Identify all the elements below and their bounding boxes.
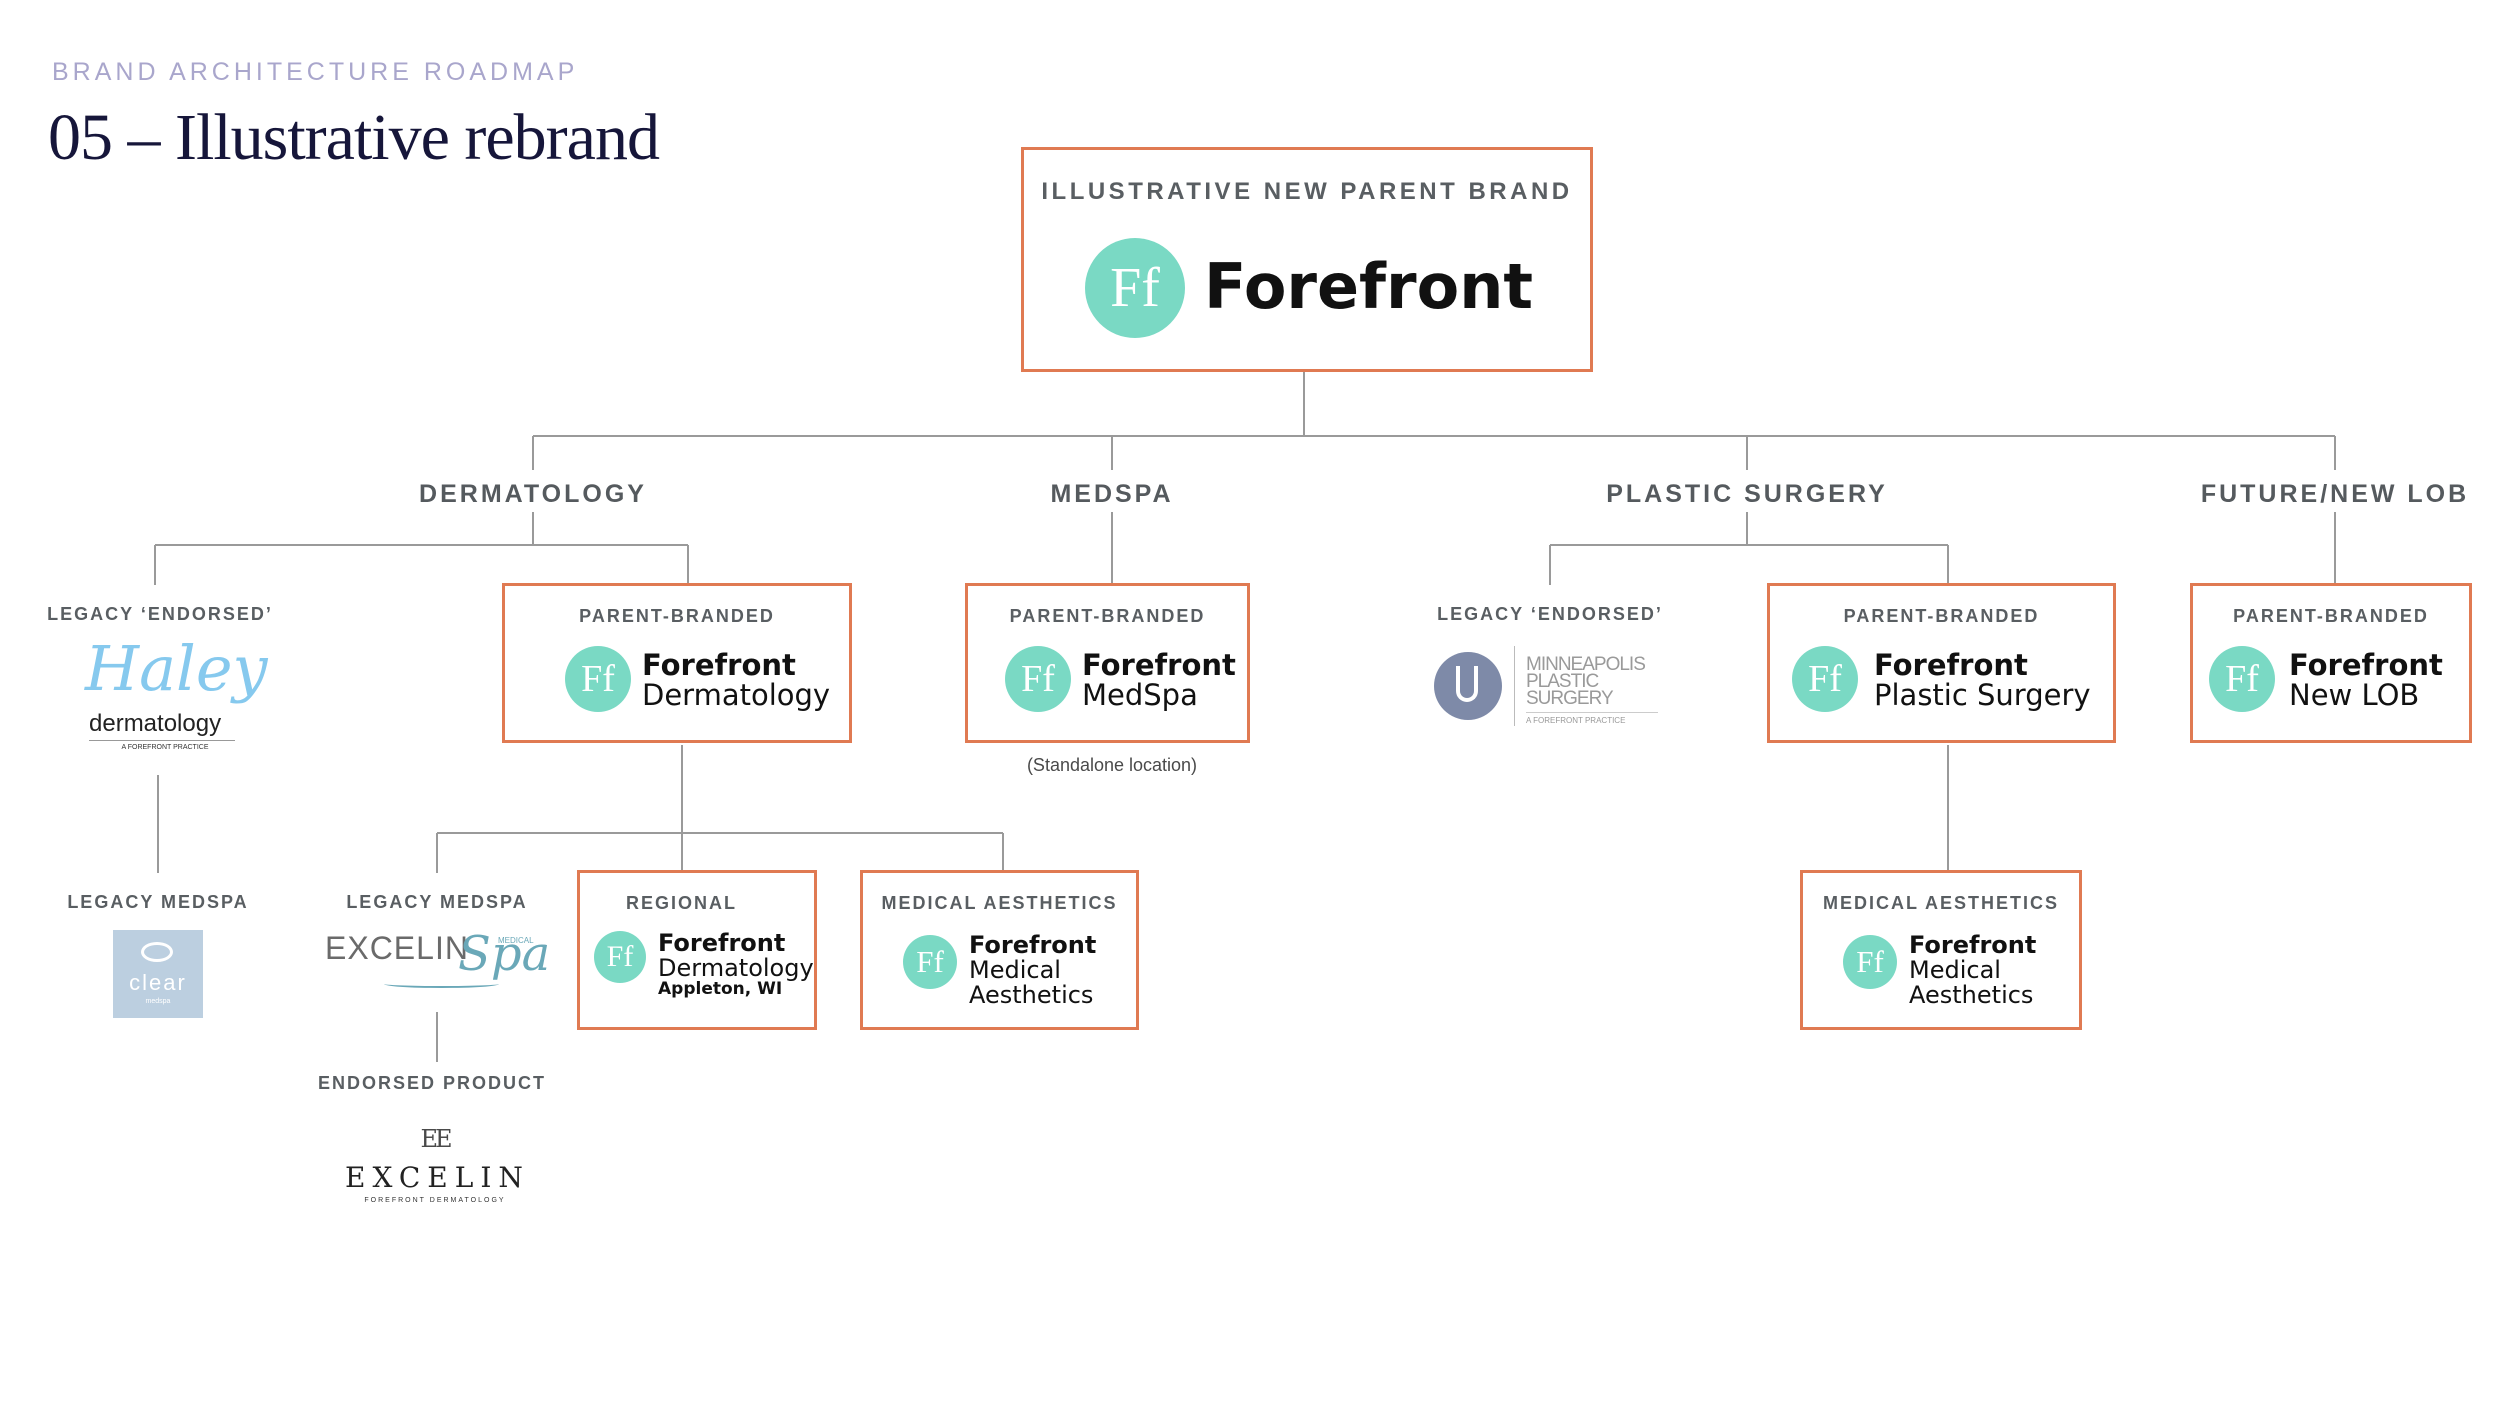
mps-rule bbox=[1526, 712, 1658, 713]
forefront-logo-icon: Ff bbox=[594, 931, 646, 983]
derm-aesthetics-label: MEDICAL AESTHETICS bbox=[881, 893, 1118, 913]
derm-parent-branded-label: PARENT-BRANDED bbox=[579, 606, 775, 626]
parent-brand-label: ILLUSTRATIVE NEW PARENT BRAND bbox=[1041, 178, 1573, 205]
excelin-spa-logo: EXCELIN Spa MEDICAL bbox=[322, 920, 551, 995]
forefront-medspa-box: PARENT-BRANDED Ff Forefront MedSpa bbox=[965, 583, 1250, 743]
brand-line1: Forefront bbox=[658, 929, 786, 957]
forefront-dermatology-regional-box: REGIONAL Ff Forefront Dermatology Applet… bbox=[577, 870, 817, 1030]
excelin-spa-script: Spa bbox=[458, 926, 551, 982]
parent-brand-box: ILLUSTRATIVE NEW PARENT BRAND Ff Forefro… bbox=[1021, 147, 1593, 372]
clear-swirl-icon bbox=[141, 942, 173, 962]
forefront-logo-icon: Ff bbox=[1843, 935, 1897, 989]
brand-line2: Medical bbox=[969, 956, 1061, 985]
category-medspa: MEDSPA bbox=[1050, 480, 1174, 508]
clear-word: clear bbox=[129, 970, 187, 995]
forefront-aesthetics-text: Forefront Medical Aesthetics bbox=[969, 931, 1097, 1010]
page-kicker: BRAND ARCHITECTURE ROADMAP bbox=[52, 58, 579, 86]
forefront-logo-icon: Ff bbox=[1792, 646, 1858, 712]
forefront-logo-icon: Ff bbox=[1085, 238, 1185, 338]
mps-line2: PLASTIC bbox=[1526, 671, 1599, 693]
forefront-aesthetics-text: Forefront Medical Aesthetics bbox=[1909, 931, 2037, 1010]
brand-line2: MedSpa bbox=[1082, 678, 1198, 713]
brand-line1: Forefront bbox=[1909, 931, 2037, 959]
forefront-dermatology-box: PARENT-BRANDED Ff Forefront Dermatology bbox=[502, 583, 852, 743]
excelin-product-logo: EE EXCELIN FOREFRONT DERMATOLOGY bbox=[345, 1125, 525, 1210]
brand-line2: Dermatology bbox=[642, 678, 831, 713]
brand-line1: Forefront bbox=[2289, 648, 2443, 682]
derm-legacy-medspa-2-label: LEGACY MEDSPA bbox=[346, 892, 528, 912]
forefront-logo-icon: Ff bbox=[565, 646, 631, 712]
mps-line3: SURGERY bbox=[1526, 688, 1614, 710]
mps-divider bbox=[1514, 646, 1515, 726]
haley-sub: A FOREFRONT PRACTICE bbox=[121, 744, 209, 751]
brand-line1: Forefront bbox=[642, 648, 796, 682]
brand-line3: Aesthetics bbox=[969, 981, 1094, 1010]
forefront-medical-aesthetics-derm-box: MEDICAL AESTHETICS Ff Forefront Medical … bbox=[860, 870, 1139, 1030]
mps-text: MINNEAPOLIS PLASTIC SURGERY bbox=[1526, 654, 1646, 710]
haley-word: dermatology bbox=[89, 710, 222, 737]
page-title: 05 – Illustrative rebrand bbox=[48, 101, 660, 174]
forefront-plastic-surgery-box: PARENT-BRANDED Ff Forefront Plastic Surg… bbox=[1767, 583, 2116, 743]
brand-line1: Forefront bbox=[969, 931, 1097, 959]
excelin-spa-swoosh bbox=[384, 980, 499, 988]
brand-line2: Dermatology bbox=[658, 954, 814, 983]
standalone-location-note: (Standalone location) bbox=[1026, 755, 1198, 775]
excelin-monogram: EE bbox=[420, 1125, 452, 1153]
forefront-medspa-text: Forefront MedSpa bbox=[1082, 650, 1236, 711]
forefront-regional-text: Forefront Dermatology Appleton, WI bbox=[658, 929, 814, 1000]
forefront-logo-icon: Ff bbox=[2209, 646, 2275, 712]
minneapolis-plastic-surgery-logo: MINNEAPOLIS PLASTIC SURGERY A FOREFRONT … bbox=[1434, 642, 1664, 732]
excelin-spa-small: MEDICAL bbox=[498, 936, 534, 945]
clear-medspa-logo: clear medspa bbox=[113, 930, 203, 1018]
haley-divider bbox=[89, 740, 235, 741]
brand-line3: Aesthetics bbox=[1909, 981, 2034, 1010]
haley-script: Haley bbox=[85, 632, 268, 705]
parent-brand-name: Forefront bbox=[1204, 250, 1533, 323]
excelin-sub: FOREFRONT DERMATOLOGY bbox=[364, 1197, 506, 1204]
mps-sub: A FOREFRONT PRACTICE bbox=[1526, 716, 1626, 725]
forefront-dermatology-text: Forefront Dermatology bbox=[642, 650, 830, 711]
forefront-medical-aesthetics-plastic-box: MEDICAL AESTHETICS Ff Forefront Medical … bbox=[1800, 870, 2082, 1030]
category-plastic-surgery: PLASTIC SURGERY bbox=[1606, 480, 1888, 508]
category-dermatology: DERMATOLOGY bbox=[419, 480, 647, 508]
forefront-new-lob-text: Forefront New LOB bbox=[2289, 650, 2443, 711]
plastic-aesthetics-label: MEDICAL AESTHETICS bbox=[1822, 893, 2059, 913]
excelin-spa-word: EXCELIN bbox=[325, 930, 469, 966]
haley-dermatology-logo: Haley dermatology A FOREFRONT PRACTICE bbox=[75, 632, 268, 757]
brand-line2: New LOB bbox=[2289, 678, 2420, 713]
derm-legacy-endorsed-label: LEGACY ‘ENDORSED’ bbox=[47, 604, 273, 624]
derm-legacy-medspa-label: LEGACY MEDSPA bbox=[67, 892, 249, 912]
forefront-new-lob-box: PARENT-BRANDED Ff Forefront New LOB bbox=[2190, 583, 2472, 743]
brand-line1: Forefront bbox=[1082, 648, 1236, 682]
category-future-lob: FUTURE/NEW LOB bbox=[2200, 480, 2470, 508]
brand-line1: Forefront bbox=[1874, 648, 2028, 682]
endorsed-product-label: ENDORSED PRODUCT bbox=[317, 1073, 546, 1093]
regional-label: REGIONAL bbox=[626, 893, 738, 913]
forefront-plastic-text: Forefront Plastic Surgery bbox=[1874, 650, 2091, 711]
plastic-legacy-endorsed-label: LEGACY ‘ENDORSED’ bbox=[1437, 604, 1663, 624]
brand-line3: Appleton, WI bbox=[658, 979, 783, 1000]
brand-line2: Medical bbox=[1909, 956, 2001, 985]
mps-emblem-icon bbox=[1434, 652, 1502, 720]
plastic-parent-branded-label: PARENT-BRANDED bbox=[1843, 606, 2040, 626]
clear-sub: medspa bbox=[145, 998, 171, 1005]
forefront-logo-icon: Ff bbox=[903, 935, 957, 989]
brand-line2: Plastic Surgery bbox=[1874, 678, 2091, 713]
medspa-parent-branded-label: PARENT-BRANDED bbox=[1009, 606, 1206, 626]
mps-line1: MINNEAPOLIS bbox=[1526, 654, 1646, 675]
forefront-logo-icon: Ff bbox=[1005, 646, 1071, 712]
excelin-word: EXCELIN bbox=[345, 1161, 530, 1194]
future-parent-branded-label: PARENT-BRANDED bbox=[2233, 606, 2429, 626]
